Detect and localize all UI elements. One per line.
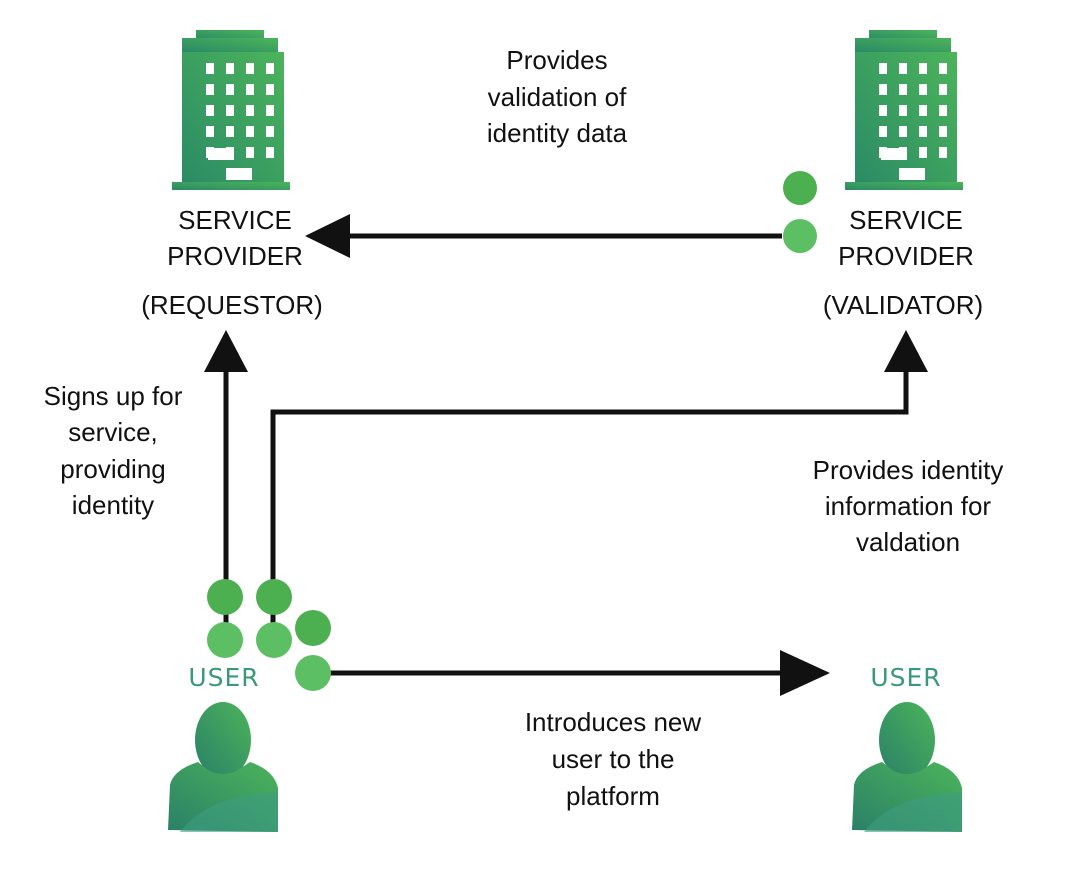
user-dot-light: [256, 622, 292, 658]
signup-edge-label: Signs up for service, providing identity: [44, 381, 183, 520]
window: [879, 126, 887, 137]
window: [919, 126, 927, 137]
requestor-label: (REQUESTOR): [141, 290, 323, 320]
window: [206, 63, 214, 74]
window: [919, 105, 927, 116]
window: [226, 126, 234, 137]
window: [899, 63, 907, 74]
window: [899, 105, 907, 116]
validator-dot-light: [783, 219, 817, 253]
window: [879, 147, 887, 158]
svg-text:Provides: Provides: [506, 45, 607, 75]
svg-text:validation of: validation of: [488, 82, 628, 112]
window: [919, 147, 927, 158]
window: [919, 63, 927, 74]
requestor-label: SERVICE: [178, 205, 292, 235]
svg-text:identity data: identity data: [487, 118, 628, 148]
window: [206, 84, 214, 95]
window: [879, 63, 887, 74]
window: [246, 63, 254, 74]
svg-text:Signs up for: Signs up for: [44, 381, 183, 411]
window: [939, 126, 947, 137]
window: [266, 147, 274, 158]
user-dot-dark: [256, 579, 292, 615]
user-dot-light: [207, 622, 243, 658]
new-user-icon: [852, 702, 962, 832]
window: [246, 147, 254, 158]
user-dot-dark: [207, 579, 243, 615]
window: [266, 84, 274, 95]
window: [206, 105, 214, 116]
window: [266, 126, 274, 137]
svg-text:identity: identity: [72, 490, 154, 520]
window: [226, 147, 234, 158]
user-label: USER: [188, 663, 259, 692]
user-dot-light: [295, 655, 331, 691]
arrow-validation: [305, 214, 782, 258]
svg-text:service,: service,: [68, 417, 158, 447]
window: [206, 147, 214, 158]
window: [266, 105, 274, 116]
window: [266, 63, 274, 74]
svg-text:valdation: valdation: [856, 527, 960, 557]
new-user-label: USER: [870, 663, 941, 692]
svg-text:providing: providing: [60, 454, 166, 484]
svg-text:information for: information for: [825, 491, 992, 521]
window: [899, 126, 907, 137]
window: [939, 63, 947, 74]
window: [879, 105, 887, 116]
window: [899, 84, 907, 95]
arrow-introduce: [313, 650, 830, 696]
door: [226, 168, 252, 180]
user-dot-dark: [295, 610, 331, 646]
window: [939, 84, 947, 95]
window: [939, 105, 947, 116]
window: [206, 126, 214, 137]
arrow-identity-info: [270, 330, 928, 640]
svg-text:user to the: user to the: [552, 744, 675, 774]
svg-text:Provides identity: Provides identity: [813, 455, 1004, 485]
window: [226, 63, 234, 74]
validator-label: SERVICE: [849, 205, 963, 235]
window: [899, 147, 907, 158]
requestor-label: PROVIDER: [167, 241, 303, 271]
validation-edge-label: Provides validation of identity data: [487, 45, 628, 148]
introduce-edge-label: Introduces new user to the platform: [525, 707, 702, 811]
validator-label: (VALIDATOR): [823, 290, 983, 320]
window: [226, 105, 234, 116]
window: [226, 84, 234, 95]
user-icon: [168, 702, 278, 832]
identity-info-edge-label: Provides identity information for valdat…: [813, 455, 1004, 557]
validator-dot-dark: [783, 171, 817, 205]
window: [939, 147, 947, 158]
window: [246, 105, 254, 116]
window: [246, 126, 254, 137]
validator-label: PROVIDER: [838, 241, 974, 271]
window: [879, 84, 887, 95]
window: [246, 84, 254, 95]
svg-text:platform: platform: [566, 781, 660, 811]
window: [919, 84, 927, 95]
door: [899, 168, 925, 180]
svg-text:Introduces new: Introduces new: [525, 707, 702, 737]
